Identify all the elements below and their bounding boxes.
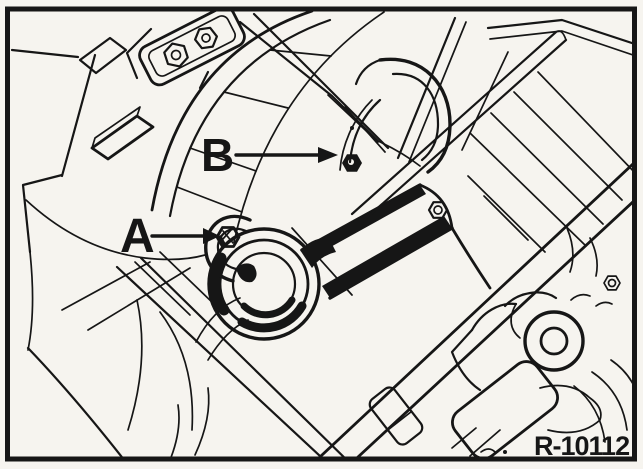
rail-edges — [238, 12, 421, 167]
wheel-arch — [150, 11, 385, 243]
bracket-bolt-1 — [163, 42, 189, 68]
bolt-b — [342, 154, 362, 172]
lower-left-arm — [26, 297, 249, 457]
callout-label-a: A — [120, 210, 155, 263]
figure-reference-code: R-10112 — [534, 431, 629, 461]
right-panels — [467, 71, 633, 277]
callout-label-b: B — [201, 129, 234, 181]
pendulum-support — [207, 183, 492, 341]
figure-border — [5, 6, 637, 462]
cross-braces — [61, 227, 353, 331]
left-panel — [21, 36, 206, 351]
link-end-nut — [427, 201, 449, 219]
subframe-bracket — [10, 11, 246, 178]
lower-brace — [115, 256, 424, 457]
stabilizer-bar — [317, 161, 633, 457]
steering-gear — [450, 275, 621, 457]
bracket-bolt-2 — [194, 26, 218, 50]
callout-arrow-b — [234, 147, 338, 163]
gear-boss-ring — [523, 310, 585, 372]
grommet-bolt — [603, 275, 621, 291]
rods-upper-right — [350, 16, 633, 224]
mount-arch — [339, 57, 452, 174]
callout-arrow-a — [150, 228, 220, 244]
